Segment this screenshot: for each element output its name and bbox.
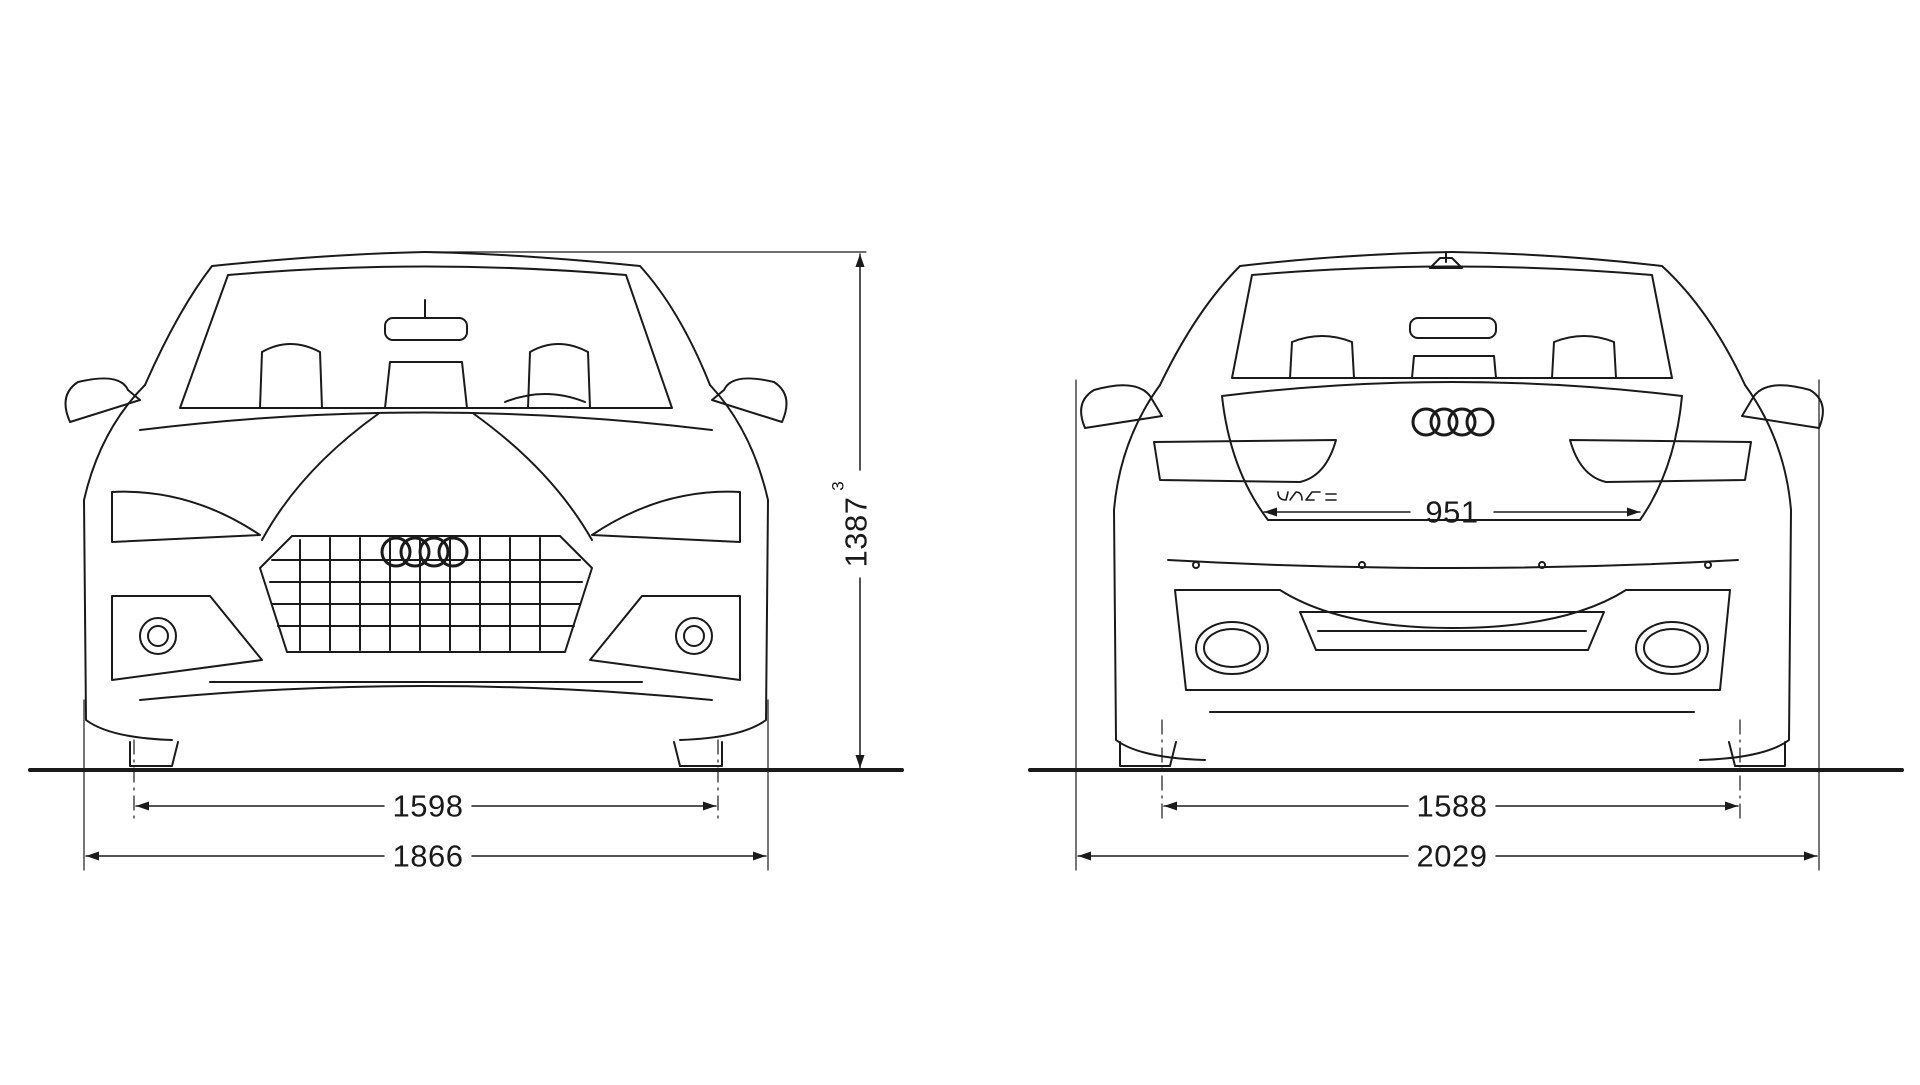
rear-overall-width-label: 2029: [1417, 839, 1488, 874]
rear-extension-lines: [1075, 379, 1820, 871]
rear-view: 951 1588 2029: [1028, 251, 1904, 874]
front-car-outline: [64, 251, 788, 767]
rear-track-width-label: 1588: [1417, 789, 1488, 824]
rear-overall-width-dimension: 2029: [1077, 839, 1818, 874]
trunk-opening-dimension: 951: [1263, 495, 1641, 530]
front-grille: [259, 535, 593, 653]
rs5-model-badge: [1277, 491, 1337, 501]
front-track-dimension: 1598: [135, 789, 717, 824]
front-extension-lines: [83, 251, 867, 871]
rear-track-dimension: 1588: [1163, 789, 1739, 824]
trunk-opening-width-label: 951: [1425, 495, 1478, 530]
height-label: 1387: [839, 497, 874, 568]
front-view: 1598 1866 1387 3: [28, 251, 904, 874]
front-overall-width-label: 1866: [393, 839, 464, 874]
front-overall-width-dimension: 1866: [85, 839, 767, 874]
front-four-rings-logo: [380, 536, 469, 568]
front-track-width-label: 1598: [393, 789, 464, 824]
rear-four-rings-logo: [1411, 407, 1495, 437]
height-footnote-marker: 3: [829, 481, 848, 490]
height-dimension: 1387 3: [829, 253, 874, 769]
